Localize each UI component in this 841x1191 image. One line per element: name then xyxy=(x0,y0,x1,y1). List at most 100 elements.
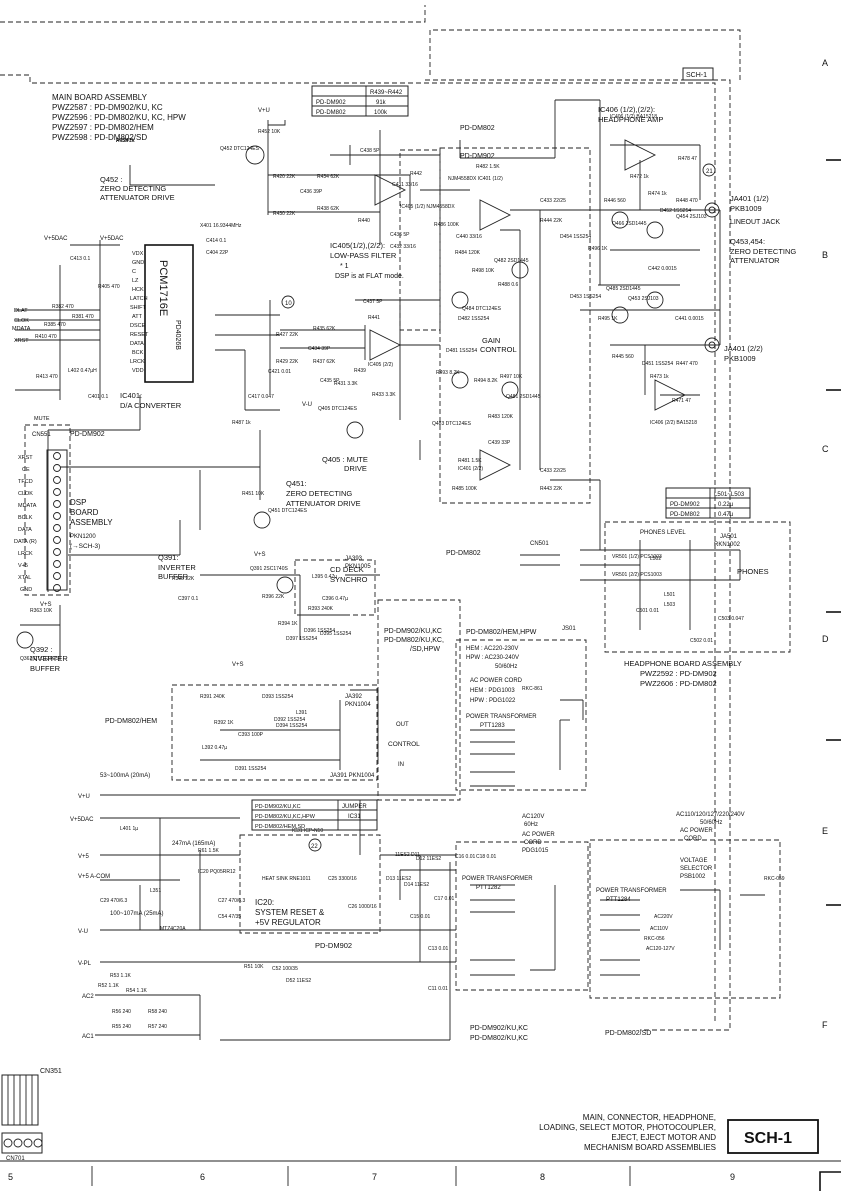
part-label: C25 3300/16 xyxy=(328,876,357,882)
pin-net: MDATA xyxy=(18,503,37,509)
part-label: C436 5P xyxy=(390,232,410,238)
part-label: R445 560 xyxy=(612,354,634,360)
pin-label: C xyxy=(132,269,136,275)
svg-text:PKN1004: PKN1004 xyxy=(345,702,371,708)
board-variant: PWZ2587 : PD-DM902/KU, KC xyxy=(52,103,163,112)
part-label: MTZ4C20A xyxy=(160,926,186,932)
svg-text:OUT: OUT xyxy=(396,722,409,728)
part-label: R478 47 xyxy=(678,156,697,162)
part-label: R58 240 xyxy=(148,1009,167,1015)
part-label: X401 16.9344MHz xyxy=(200,223,242,229)
svg-text:Q392 :: Q392 : xyxy=(30,645,53,654)
part-label: IC31 ICP-N10 xyxy=(292,828,323,834)
part-label: R427 22K xyxy=(276,332,299,338)
block-ja401-lineout: JA401 (1/2) PKB1009 LINEOUT JACK xyxy=(730,194,780,226)
svg-text:+5V REGULATOR: +5V REGULATOR xyxy=(255,918,321,927)
part-label: R481 1.5K xyxy=(458,458,482,464)
part-label: C441 0.0015 xyxy=(675,316,704,322)
part-label: L351 xyxy=(150,888,161,894)
rail-label: V+5 xyxy=(78,854,90,860)
part-label: L402 0.47µH xyxy=(68,368,97,374)
block-headphone-board: HEADPHONE BOARD ASSEMBLY PWZ2592 : PD-DM… xyxy=(624,530,769,688)
part-label: R473 1k xyxy=(650,374,669,380)
grid-column-labels: 5 6 7 8 9 xyxy=(8,1172,735,1182)
power-rail-labels: V+U V+5DAC V+5 V+5 A-COM V-U V-PL AC2 AC… xyxy=(40,108,312,1040)
svg-text:10: 10 xyxy=(285,301,292,307)
svg-text:PD-DM802: PD-DM802 xyxy=(446,550,481,557)
svg-text:INVERTER: INVERTER xyxy=(158,563,196,572)
part-label: C393 100P xyxy=(238,732,264,738)
rail-label: V-PL xyxy=(78,961,92,967)
block-power-sd: AC110/120/127/220/240V 50/60Hz AC POWER … xyxy=(596,812,745,1037)
svg-text:PKN1200: PKN1200 xyxy=(70,534,96,540)
svg-text:IC20:: IC20: xyxy=(255,898,274,907)
part-label: C437 5P xyxy=(363,299,383,305)
svg-text:JA401 (1/2): JA401 (1/2) xyxy=(730,194,769,203)
row-label: C xyxy=(822,444,829,454)
part-label: R394 1K xyxy=(278,621,298,627)
block-power-ku-kc: AC120V 60Hz AC POWER CORD PDG1015 POWER … xyxy=(462,814,555,891)
block-q453-attenuator: Q453,454: ZERO DETECTING ATTENUATOR xyxy=(730,237,796,265)
sheet-id-tag: SCH-1 xyxy=(686,72,707,79)
part-label: C442 0.0015 xyxy=(648,266,677,272)
part-label: AC220V xyxy=(654,914,673,920)
part-label: IC20 PQ05RR12 xyxy=(198,869,236,875)
svg-text:PKN1005: PKN1005 xyxy=(345,564,371,570)
table-cell: PD-DM802 xyxy=(316,110,346,116)
part-label: NJM4558DX IC401 (1/2) xyxy=(448,176,503,182)
jumper-table: JUMPER PD-DM902/KU,KC PD-DM802/KU,KC,HPW… xyxy=(251,799,378,831)
svg-text:ATTENUATOR: ATTENUATOR xyxy=(730,256,780,265)
part-label: RKC-861 xyxy=(522,686,543,692)
part-label: R413 470 xyxy=(36,374,58,380)
rail-label: V-U xyxy=(302,402,312,408)
part-label: R471 47 xyxy=(672,398,691,404)
part-label: R442 xyxy=(410,171,422,177)
block-ja401-2: JA401 (2/2) PKB1009 xyxy=(724,344,763,363)
part-label: D453 1SS254 xyxy=(570,294,601,300)
pin-label: DATA xyxy=(130,341,144,347)
svg-text:PKB1009: PKB1009 xyxy=(724,354,756,363)
part-label: D13 11ES2 xyxy=(386,876,411,882)
table-cell: IC31 xyxy=(348,814,361,820)
rail-label: V+5DAC xyxy=(100,236,124,242)
part-label: IC406 (2/2) BA15218 xyxy=(650,420,697,426)
svg-text:22: 22 xyxy=(311,844,318,850)
col-label: 8 xyxy=(540,1172,545,1182)
part-label: R55 240 xyxy=(112,1024,131,1030)
part-label: R451 10K xyxy=(242,491,265,497)
grid-row-labels: A B C D E F xyxy=(822,58,829,1030)
svg-text:PD-DM902/KU,KC: PD-DM902/KU,KC xyxy=(384,628,442,635)
svg-text:IN: IN xyxy=(398,762,404,768)
part-label: C502 0.01 xyxy=(690,638,713,644)
part-label: R393 240K xyxy=(308,606,334,612)
svg-text:BOARD: BOARD xyxy=(70,508,99,517)
part-label: R485 100K xyxy=(452,486,478,492)
pin-net: XTAL xyxy=(18,575,31,581)
part-label: R437 62K xyxy=(313,359,336,365)
svg-text:/SD,HPW: /SD,HPW xyxy=(410,646,440,653)
part-label: D395 1SS254 xyxy=(320,631,351,637)
transistor-symbols xyxy=(16,145,664,649)
sheet-frame xyxy=(0,159,841,1191)
svg-text:POWER TRANSFORMER: POWER TRANSFORMER xyxy=(596,888,667,894)
part-label: L502 xyxy=(650,556,661,562)
part-label: RKC-056 xyxy=(644,936,665,942)
svg-text:PKB1009: PKB1009 xyxy=(730,204,762,213)
pin-net: CLOK xyxy=(18,491,33,497)
pin-label: ATT xyxy=(132,314,143,320)
svg-text:HEM : AC220-230V: HEM : AC220-230V xyxy=(466,646,518,652)
col-label: 7 xyxy=(372,1172,377,1182)
svg-text:PWZ2606 : PD-DM802: PWZ2606 : PD-DM802 xyxy=(640,679,717,688)
svg-text:CONTROL: CONTROL xyxy=(480,345,517,354)
part-label: C13 0.01 xyxy=(428,946,449,952)
row-label: B xyxy=(822,250,828,260)
part-label: C401 0.1 xyxy=(88,394,109,400)
phones-level-label: PHONES LEVEL xyxy=(640,530,686,536)
phones-label: PHONES xyxy=(737,567,769,576)
part-label: D397 1SS254 xyxy=(286,636,317,642)
title-line: MECHANISM BOARD ASSEMBLIES xyxy=(584,1143,716,1152)
part-label: Q454 2SJ103 xyxy=(676,214,707,220)
supply-current-note: 100~107mA (25mA) xyxy=(110,911,164,917)
part-label: R57 240 xyxy=(148,1024,167,1030)
part-label: HEAT SINK RNE1011 xyxy=(262,876,311,882)
